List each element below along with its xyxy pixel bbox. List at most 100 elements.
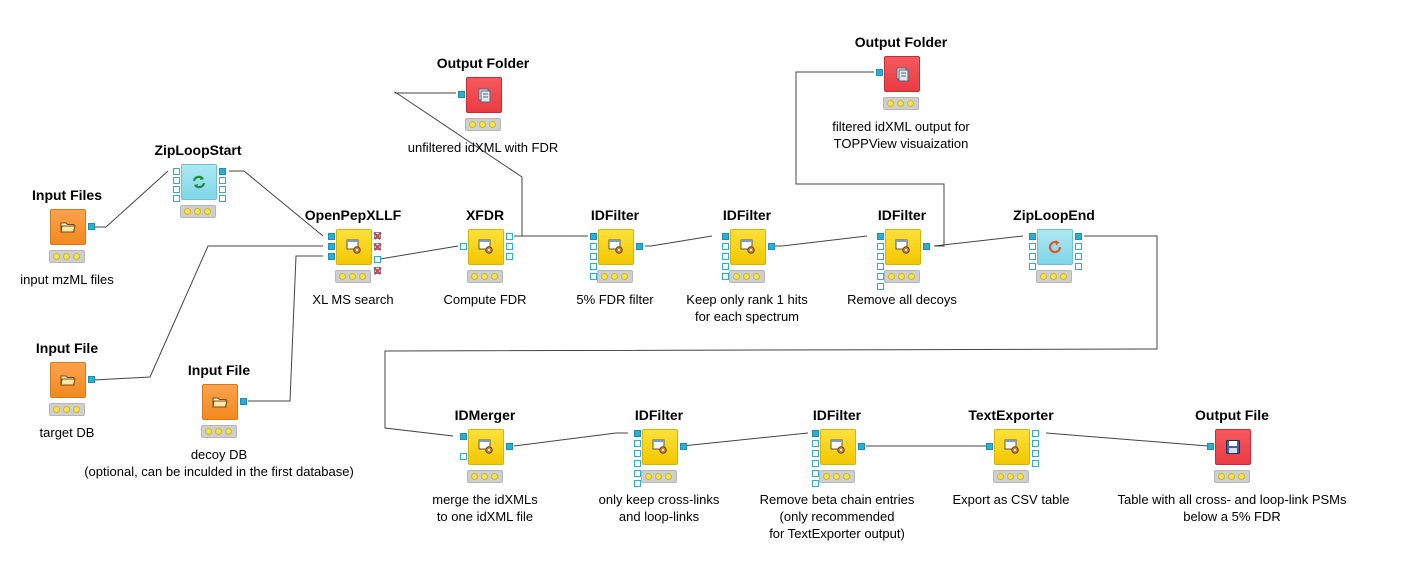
input-port[interactable] (460, 453, 467, 460)
output-port[interactable] (1032, 440, 1039, 447)
input-port[interactable] (877, 273, 884, 280)
wire-decoy-db-to-openpepxllf (248, 255, 323, 402)
output-port[interactable] (506, 443, 513, 450)
node-title: IDMerger (454, 407, 516, 423)
output-port[interactable] (506, 233, 513, 240)
input-port[interactable] (590, 253, 597, 260)
input-port[interactable] (1029, 243, 1036, 250)
input-port[interactable] (1029, 233, 1036, 240)
node-body[interactable] (468, 229, 504, 265)
output-port[interactable] (1032, 460, 1039, 467)
node-body[interactable] (884, 56, 920, 92)
node-body[interactable] (820, 429, 856, 465)
input-port[interactable] (812, 470, 819, 477)
input-port[interactable] (590, 273, 597, 280)
input-port[interactable] (877, 243, 884, 250)
output-port[interactable] (506, 243, 513, 250)
input-port[interactable] (634, 470, 641, 477)
input-port[interactable] (590, 233, 597, 240)
node-body[interactable] (202, 384, 238, 420)
input-port[interactable] (634, 460, 641, 467)
output-port-inactive[interactable] (374, 232, 381, 239)
node-caption: unfiltered idXML with FDR (407, 140, 559, 155)
output-port[interactable] (374, 256, 381, 263)
input-port[interactable] (722, 263, 729, 270)
output-port-inactive[interactable] (374, 267, 381, 274)
input-port[interactable] (173, 195, 180, 202)
node-body[interactable] (642, 429, 678, 465)
node-caption: Table with all cross- and loop-link PSMs… (1117, 492, 1347, 524)
input-port[interactable] (1207, 443, 1214, 450)
output-port[interactable] (858, 443, 865, 450)
output-port[interactable] (923, 243, 930, 250)
node-body[interactable] (1037, 229, 1073, 265)
output-port[interactable] (219, 195, 226, 202)
input-port[interactable] (328, 233, 335, 240)
node-title: Input Files (32, 187, 102, 203)
output-port[interactable] (240, 398, 247, 405)
node-body[interactable] (598, 229, 634, 265)
input-port[interactable] (590, 243, 597, 250)
input-port[interactable] (722, 273, 729, 280)
output-port[interactable] (506, 253, 513, 260)
input-port[interactable] (328, 253, 335, 260)
node-body[interactable] (50, 362, 86, 398)
node-body[interactable] (466, 77, 502, 113)
input-port[interactable] (458, 91, 465, 98)
node-body[interactable] (468, 429, 504, 465)
input-port[interactable] (986, 443, 993, 450)
input-port[interactable] (722, 253, 729, 260)
node-body[interactable] (50, 209, 86, 245)
node-body[interactable] (336, 229, 372, 265)
input-port[interactable] (722, 233, 729, 240)
input-port[interactable] (812, 480, 819, 487)
input-port[interactable] (1029, 253, 1036, 260)
output-port[interactable] (88, 223, 95, 230)
output-port[interactable] (1075, 263, 1082, 270)
input-port[interactable] (634, 450, 641, 457)
input-port[interactable] (722, 243, 729, 250)
input-port[interactable] (173, 186, 180, 193)
input-port[interactable] (634, 430, 641, 437)
node-body[interactable] (1215, 429, 1251, 465)
input-port[interactable] (634, 480, 641, 487)
input-port[interactable] (877, 253, 884, 260)
output-port-inactive[interactable] (374, 243, 381, 250)
input-port[interactable] (460, 433, 467, 440)
node-body[interactable] (994, 429, 1030, 465)
input-port[interactable] (812, 430, 819, 437)
input-port[interactable] (173, 177, 180, 184)
output-port[interactable] (1075, 233, 1082, 240)
output-port[interactable] (1032, 430, 1039, 437)
output-port[interactable] (1075, 243, 1082, 250)
node-title: Input File (35, 340, 99, 356)
output-port[interactable] (636, 243, 643, 250)
input-port[interactable] (590, 263, 597, 270)
input-port[interactable] (634, 440, 641, 447)
output-port[interactable] (1032, 450, 1039, 457)
output-port[interactable] (219, 186, 226, 193)
input-port[interactable] (173, 168, 180, 175)
node-body[interactable] (885, 229, 921, 265)
node-body[interactable] (730, 229, 766, 265)
status-traffic-light (201, 425, 237, 438)
input-port[interactable] (1029, 263, 1036, 270)
input-port[interactable] (877, 233, 884, 240)
input-port[interactable] (812, 440, 819, 447)
output-port[interactable] (1075, 253, 1082, 260)
output-port[interactable] (680, 443, 687, 450)
node-title: IDFilter (590, 207, 640, 223)
input-port[interactable] (877, 263, 884, 270)
output-port[interactable] (219, 168, 226, 175)
input-port[interactable] (460, 243, 467, 250)
output-port[interactable] (219, 177, 226, 184)
output-port[interactable] (768, 243, 775, 250)
node-title: ZipLoopStart (154, 142, 242, 158)
output-port[interactable] (88, 376, 95, 383)
input-port[interactable] (876, 69, 883, 76)
input-port[interactable] (812, 460, 819, 467)
input-port[interactable] (812, 450, 819, 457)
input-port[interactable] (328, 243, 335, 250)
input-port[interactable] (877, 283, 884, 290)
node-body[interactable] (181, 164, 217, 200)
